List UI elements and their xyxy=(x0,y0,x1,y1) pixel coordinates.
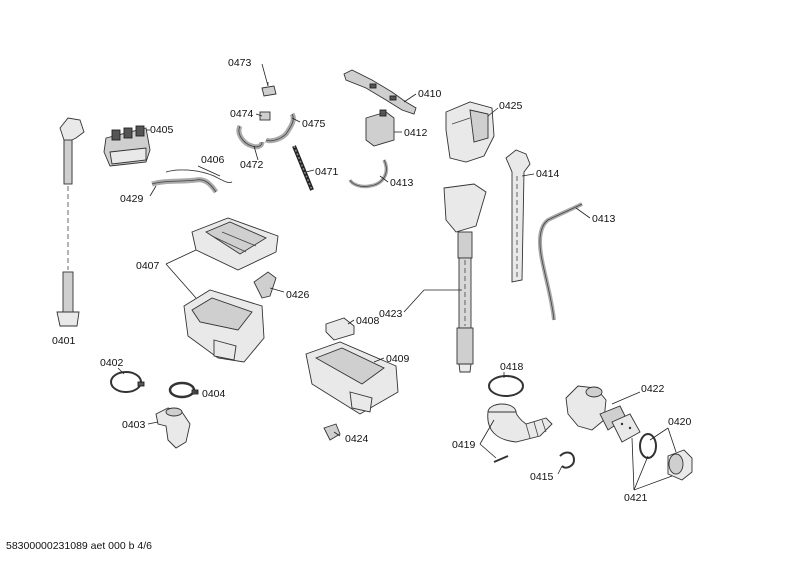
label-0412: 0412 xyxy=(404,127,428,139)
label-0407: 0407 xyxy=(136,260,160,272)
label-0405: 0405 xyxy=(150,124,174,136)
label-0420: 0420 xyxy=(668,416,692,428)
part-0410-wire-harness[interactable] xyxy=(343,69,417,115)
label-0413-a: 0413 xyxy=(390,177,414,189)
part-0475-hose[interactable] xyxy=(264,112,296,144)
part-0414-corrugated-hose[interactable] xyxy=(505,149,531,283)
part-0408-softener-insert[interactable] xyxy=(325,317,355,341)
label-0409: 0409 xyxy=(386,353,410,365)
part-0471-hose[interactable] xyxy=(292,145,314,191)
label-0419: 0419 xyxy=(452,439,476,451)
label-0408: 0408 xyxy=(356,315,380,327)
part-0472-hose[interactable] xyxy=(236,124,265,150)
part-0419-screw[interactable] xyxy=(493,455,509,463)
label-0423: 0423 xyxy=(379,308,403,320)
part-0413-hose-long[interactable] xyxy=(538,202,583,321)
part-0420-filter[interactable] xyxy=(667,449,693,481)
part-0415-clip[interactable] xyxy=(559,451,576,469)
part-0418-clamp-ring[interactable] xyxy=(488,375,524,397)
label-0403: 0403 xyxy=(122,419,146,431)
part-0422-gasket-plate[interactable] xyxy=(611,413,641,443)
part-0405-valve-block[interactable] xyxy=(103,125,151,167)
part-0473-clip[interactable] xyxy=(261,82,277,97)
part-0429-hose[interactable] xyxy=(151,177,219,194)
part-0424-clip[interactable] xyxy=(323,423,341,441)
label-0473: 0473 xyxy=(228,57,252,69)
label-0404: 0404 xyxy=(202,388,226,400)
leader-lines xyxy=(117,63,677,491)
label-0426: 0426 xyxy=(286,289,310,301)
part-0409-detergent-drawer[interactable] xyxy=(305,341,399,415)
part-0401-inlet-hose[interactable] xyxy=(56,117,85,327)
label-0421: 0421 xyxy=(624,492,648,504)
label-0422: 0422 xyxy=(641,383,665,395)
label-0429: 0429 xyxy=(120,193,144,205)
label-0418: 0418 xyxy=(500,361,524,373)
part-0420-seal-ring[interactable] xyxy=(639,433,657,459)
label-0471: 0471 xyxy=(315,166,339,178)
label-0475: 0475 xyxy=(302,118,326,130)
label-0401: 0401 xyxy=(52,335,76,347)
part-0407-drawer-housing[interactable] xyxy=(183,289,265,363)
label-0414: 0414 xyxy=(536,168,560,180)
part-labels: 0401 0402 0403 0404 0405 0406 0407 0408 … xyxy=(52,57,692,504)
part-0406-hose[interactable] xyxy=(165,169,233,183)
label-0472: 0472 xyxy=(240,159,264,171)
label-0474: 0474 xyxy=(230,108,254,120)
label-0402: 0402 xyxy=(100,357,124,369)
label-0410: 0410 xyxy=(418,88,442,100)
part-0426-siphon-cap[interactable] xyxy=(253,271,277,299)
part-0419-bellows[interactable] xyxy=(487,403,553,443)
part-0474-connector[interactable] xyxy=(259,111,271,121)
part-0425-sump-housing[interactable] xyxy=(445,101,495,163)
footer-document-id: 58300000231089 aet 000 b 4/6 xyxy=(6,540,152,552)
label-0415: 0415 xyxy=(530,471,554,483)
part-0402-hose-clamp[interactable] xyxy=(110,371,145,393)
part-0407-drawer-top[interactable] xyxy=(191,217,279,271)
part-0412-pressure-switch[interactable] xyxy=(365,109,395,147)
part-0423-drain-hose[interactable] xyxy=(443,183,487,373)
label-0425: 0425 xyxy=(499,100,523,112)
label-0413-b: 0413 xyxy=(592,213,616,225)
part-0403-elbow[interactable] xyxy=(155,407,191,449)
part-0422-drain-pump[interactable] xyxy=(565,385,627,431)
part-0404-hose-clamp[interactable] xyxy=(168,381,199,399)
part-0413-hose-small[interactable] xyxy=(348,159,389,189)
label-0424: 0424 xyxy=(345,433,369,445)
label-0406: 0406 xyxy=(201,154,225,166)
